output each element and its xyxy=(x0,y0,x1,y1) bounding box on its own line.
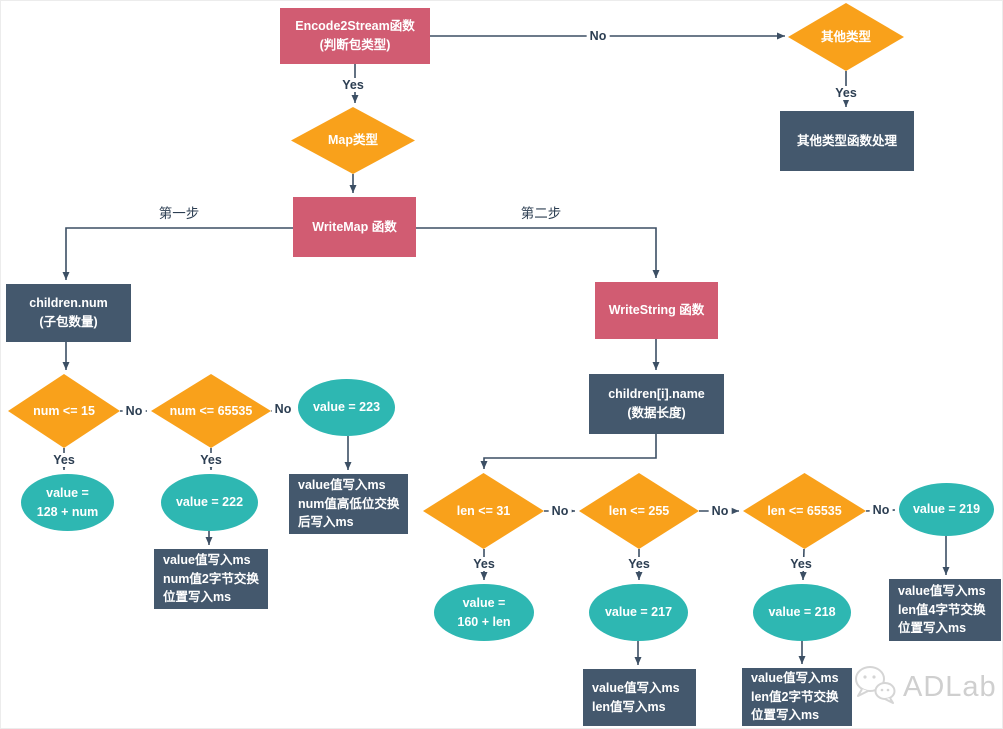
node-v219: value = 219 xyxy=(899,483,994,536)
edge-label-17: No xyxy=(869,503,893,517)
edge-label-2: Yes xyxy=(832,86,860,100)
adlab-watermark: ADLab xyxy=(852,663,997,712)
node-label-box-217: value值写入ms len值写入ms xyxy=(592,680,680,714)
edge-label-19: Yes xyxy=(625,557,653,571)
node-label-len31: len <= 31 xyxy=(456,503,511,518)
node-label-other-type: 其他类型 xyxy=(820,29,871,44)
node-label-v218: value = 218 xyxy=(768,605,836,620)
node-label-v160: value = 160 + len xyxy=(457,595,511,629)
node-label-children-num: children.num (子包数量) xyxy=(29,296,108,329)
node-v160: value = 160 + len xyxy=(434,584,534,641)
node-label-box-218: value值写入ms len值2字节交换 位置写入ms xyxy=(751,670,839,723)
node-encode2stream: Encode2Stream函数 (判断包类型) xyxy=(280,8,430,64)
node-label-v128: value = 128 + num xyxy=(36,485,99,519)
node-label-box-222: value值写入ms num值2字节交换 位置写入ms xyxy=(163,552,259,605)
edge-label-1: Yes xyxy=(339,78,367,92)
edge-label-8: No xyxy=(271,402,295,416)
edge-label-9: Yes xyxy=(50,453,78,467)
node-label-other-handler: 其他类型函数处理 xyxy=(796,133,897,148)
node-label-box-223: value值写入ms num值高低位交换 后写入ms xyxy=(298,477,400,530)
node-label-num15: num <= 15 xyxy=(33,403,95,418)
node-v223: value = 223 xyxy=(298,379,395,436)
edge-label-10: Yes xyxy=(197,453,225,467)
node-label-v222: value = 222 xyxy=(175,495,244,510)
node-label-v217: value = 217 xyxy=(604,605,673,620)
edge-connector-14 xyxy=(480,434,657,469)
edge-label-16: No xyxy=(708,504,732,518)
chat-bubbles-icon xyxy=(852,663,898,712)
node-box-222: value值写入ms num值2字节交换 位置写入ms xyxy=(154,549,268,609)
node-label-children-name: children[i].name (数据长度) xyxy=(608,387,705,420)
node-box-223: value值写入ms num值高低位交换 后写入ms xyxy=(289,474,408,534)
node-v222: value = 222 xyxy=(161,474,258,531)
edge-connector-4 xyxy=(62,227,293,280)
node-label-len255: len <= 255 xyxy=(608,503,670,518)
node-label-writemap: WriteMap 函数 xyxy=(312,219,397,234)
edge-label-20: Yes xyxy=(787,557,815,571)
node-children-name: children[i].name (数据长度) xyxy=(589,374,724,434)
node-other-handler: 其他类型函数处理 xyxy=(780,111,914,171)
node-box-217: value值写入ms len值写入ms xyxy=(583,669,696,726)
node-label-v223: value = 223 xyxy=(312,400,381,415)
node-label-num65535: num <= 65535 xyxy=(169,403,253,418)
edge-label-0: No xyxy=(586,29,610,43)
edge-label-15: No xyxy=(548,504,572,518)
node-label-v219: value = 219 xyxy=(912,502,981,517)
adlab-logo-text: ADLab xyxy=(903,671,997,703)
node-v218: value = 218 xyxy=(753,584,851,641)
node-box-219: value值写入ms len值4字节交换 位置写入ms xyxy=(889,579,1001,641)
node-children-num: children.num (子包数量) xyxy=(6,284,131,342)
node-label-len65535: len <= 65535 xyxy=(767,503,842,518)
node-box-218: value值写入ms len值2字节交换 位置写入ms xyxy=(742,668,852,726)
edge-label-5: 第二步 xyxy=(520,206,562,221)
node-v128: value = 128 + num xyxy=(21,474,114,531)
node-v217: value = 217 xyxy=(589,584,688,641)
edge-connector-5 xyxy=(416,227,660,278)
edge-label-4: 第一步 xyxy=(158,206,200,221)
node-label-map-type: Map类型 xyxy=(327,133,378,148)
edge-label-7: No xyxy=(122,404,146,418)
node-writemap: WriteMap 函数 xyxy=(293,197,416,257)
node-label-box-219: value值写入ms len值4字节交换 位置写入ms xyxy=(898,583,986,636)
node-writestring: WriteString 函数 xyxy=(595,282,718,339)
edge-label-18: Yes xyxy=(470,557,498,571)
node-label-writestring: WriteString 函数 xyxy=(608,303,705,318)
node-label-encode2stream: Encode2Stream函数 (判断包类型) xyxy=(295,19,415,52)
